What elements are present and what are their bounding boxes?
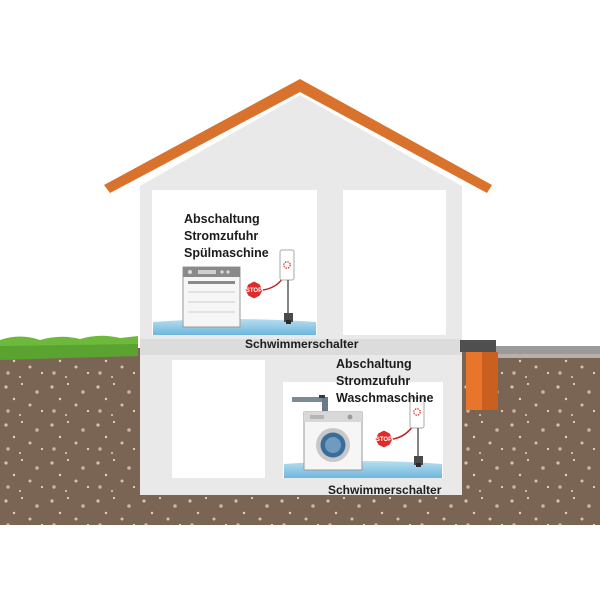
stop-sign-icon: STOP <box>374 429 394 449</box>
floor-slab <box>140 339 462 355</box>
upper-right-room <box>343 190 446 335</box>
stop-label: STOP <box>246 288 262 294</box>
upper-room-label: Abschaltung Stromzufuhr Spülmaschine <box>184 212 269 260</box>
control-unit-icon <box>409 397 425 429</box>
stop-label: STOP <box>376 437 392 443</box>
upper-sensor-label: Schwimmerschalter <box>245 337 359 351</box>
water-tap-icon <box>292 395 328 411</box>
drain-pipe <box>460 340 498 410</box>
dishwasher-icon <box>182 266 241 328</box>
upper-room-scene: STOP Abschaltung Stromzufuhr Spülmaschin… <box>153 212 359 351</box>
basement-scene: STOP Abschaltung Stromzufuhr Waschmaschi… <box>284 357 442 497</box>
float-switch-icon <box>284 280 293 324</box>
float-switch-icon <box>414 428 423 467</box>
basement-room-label: Abschaltung Stromzufuhr Waschmaschine <box>336 357 434 405</box>
washing-machine-icon <box>303 411 363 471</box>
pavement <box>480 346 600 354</box>
basement-left-room <box>172 360 265 478</box>
basement-sensor-label: Schwimmerschalter <box>328 483 442 497</box>
control-unit-icon <box>279 249 295 281</box>
stop-sign-icon: STOP <box>244 280 264 300</box>
